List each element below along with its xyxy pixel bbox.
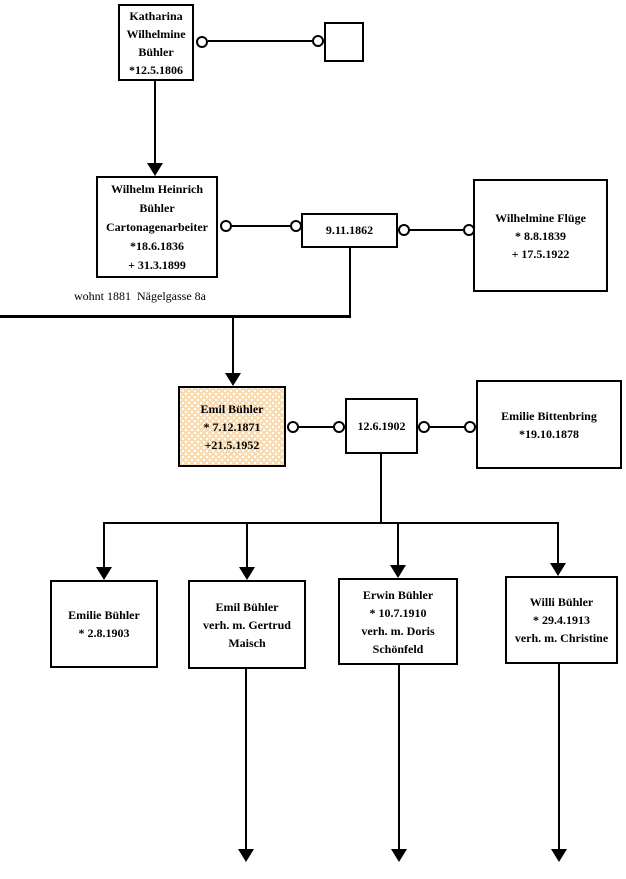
person-box-erwin-buehler-child[interactable]: Erwin Bühler * 10.7.1910 verh. m. Doris … xyxy=(338,578,458,665)
person-name: Wilhelmine Flüge xyxy=(495,210,586,225)
person-box-unknown-spouse[interactable] xyxy=(324,22,364,62)
down-arrow-icon xyxy=(550,563,566,576)
person-name: Bühler xyxy=(139,200,175,215)
person-birth-date: *18.6.1836 xyxy=(130,238,184,253)
person-birth-date: *19.10.1878 xyxy=(519,426,579,441)
person-birth-date: * 8.8.1839 xyxy=(515,228,566,243)
person-death-date: +21.5.1952 xyxy=(204,437,260,452)
person-box-emilie-bittenbring[interactable]: Emilie Bittenbring *19.10.1878 xyxy=(476,380,622,469)
person-marriage-info: verh. m. Gertrud xyxy=(203,617,291,632)
residence-note: wohnt 1881 Nägelgasse 8a xyxy=(74,289,206,303)
person-marriage-info: Maisch xyxy=(228,635,266,650)
person-box-willi-buehler-child[interactable]: Willi Bühler * 29.4.1913 verh. m. Christ… xyxy=(505,576,618,664)
person-box-wilhelmine-fluege[interactable]: Wilhelmine Flüge * 8.8.1839 + 17.5.1922 xyxy=(473,179,608,292)
descent-line xyxy=(398,665,400,849)
person-birth-date: * 7.12.1871 xyxy=(203,419,261,434)
marriage-line xyxy=(232,225,290,227)
descent-line xyxy=(397,522,399,565)
person-marriage-info: Schönfeld xyxy=(372,641,424,656)
person-name: Erwin Bühler xyxy=(362,587,434,602)
person-box-wilhelm-heinrich-buehler[interactable]: Wilhelm Heinrich Bühler Cartonagenarbeit… xyxy=(96,176,218,278)
connector-circle xyxy=(196,36,208,48)
connector-circle xyxy=(463,224,475,236)
person-marriage-info: verh. m. Doris xyxy=(361,623,435,638)
person-name: Wilhelm Heinrich xyxy=(110,181,204,196)
marriage-line xyxy=(410,229,463,231)
person-name: Bühler xyxy=(138,44,174,59)
descent-line xyxy=(245,669,247,849)
person-death-date: + 31.3.1899 xyxy=(128,257,186,272)
person-death-date: + 17.5.1922 xyxy=(511,246,570,261)
down-arrow-icon xyxy=(390,565,406,578)
person-name: Emilie Bühler xyxy=(68,608,140,622)
person-name: Wilhelmine xyxy=(126,26,186,41)
connector-circle xyxy=(464,421,476,433)
marriage-line xyxy=(208,40,312,42)
person-marriage-info: verh. m. Christine xyxy=(514,631,609,645)
sibling-line xyxy=(0,315,351,318)
marriage-date: 12.6.1902 xyxy=(357,418,406,433)
down-arrow-icon xyxy=(96,567,112,580)
connector-circle xyxy=(398,224,410,236)
marriage-date: 9.11.1862 xyxy=(325,223,374,237)
person-box-emil-buehler-highlighted[interactable]: Emil Bühler * 7.12.1871 +21.5.1952 xyxy=(178,386,286,467)
person-box-emil-buehler-child[interactable]: Emil Bühler verh. m. Gertrud Maisch xyxy=(188,580,306,669)
person-name: Emil Bühler xyxy=(215,599,279,614)
marriage-line xyxy=(299,426,333,428)
connector-circle xyxy=(220,220,232,232)
connector-circle xyxy=(287,421,299,433)
person-name: Emil Bühler xyxy=(200,401,264,416)
sibling-line xyxy=(103,522,559,524)
person-name: Katharina xyxy=(129,8,183,23)
person-name: Willi Bühler xyxy=(529,595,594,609)
down-arrow-icon xyxy=(147,163,163,176)
person-name: Emilie Bittenbring xyxy=(501,408,597,423)
descent-line xyxy=(557,522,559,563)
person-occupation: Cartonagenarbeiter xyxy=(106,219,208,234)
descent-line xyxy=(232,317,234,373)
down-arrow-icon xyxy=(551,849,567,862)
descent-line xyxy=(103,522,105,567)
person-birth-date: * 29.4.1913 xyxy=(533,613,590,627)
marriage-box-1902[interactable]: 12.6.1902 xyxy=(345,398,418,454)
person-box-katharina-wilhelmine-buehler[interactable]: Katharina Wilhelmine Bühler *12.5.1806 xyxy=(118,4,194,81)
down-arrow-icon xyxy=(391,849,407,862)
marriage-box-1862[interactable]: 9.11.1862 xyxy=(301,213,398,248)
descent-line xyxy=(349,248,351,317)
connector-circle xyxy=(333,421,345,433)
person-box-emilie-buehler-child[interactable]: Emilie Bühler * 2.8.1903 xyxy=(50,580,158,668)
connector-circle xyxy=(312,35,324,47)
down-arrow-icon xyxy=(238,849,254,862)
descent-line xyxy=(558,664,560,849)
person-birth-date: * 2.8.1903 xyxy=(78,626,130,640)
marriage-line xyxy=(430,426,464,428)
connector-circle xyxy=(418,421,430,433)
down-arrow-icon xyxy=(239,567,255,580)
descent-line xyxy=(154,81,156,163)
descent-line xyxy=(246,522,248,567)
descent-line xyxy=(380,454,382,524)
down-arrow-icon xyxy=(225,373,241,386)
person-birth-date: *12.5.1806 xyxy=(129,62,183,77)
connector-circle xyxy=(290,220,302,232)
person-birth-date: * 10.7.1910 xyxy=(369,605,427,620)
